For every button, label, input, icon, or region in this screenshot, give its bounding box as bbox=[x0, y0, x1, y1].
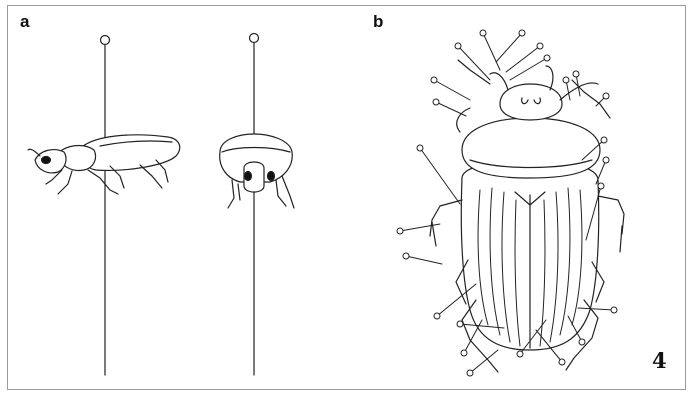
eye bbox=[42, 157, 51, 164]
front-view-insect bbox=[220, 34, 294, 376]
pin-head-icon bbox=[250, 34, 259, 43]
pin-head-icon bbox=[101, 36, 110, 45]
side-view-insect bbox=[28, 36, 180, 376]
